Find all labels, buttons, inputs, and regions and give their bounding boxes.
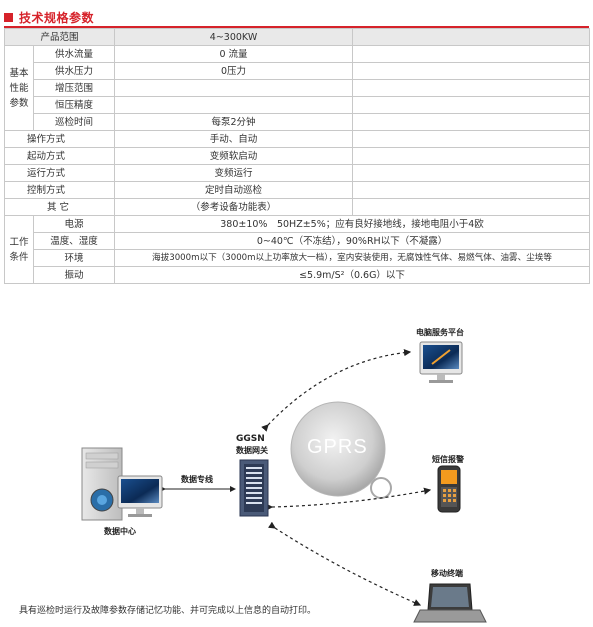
table-row: 环境 海拔3000m以下（3000m以上功率放大一档），室内安装使用，无腐蚀性气… (5, 249, 591, 267)
label-cell: 电源 (32, 215, 116, 233)
mobile-terminal-laptop-icon (413, 583, 487, 623)
table-row: 运行方式 变频运行 (3, 164, 591, 182)
table-row: 其 它 （参考设备功能表） (3, 198, 591, 216)
value-cell: 每泵2分钟 (114, 113, 354, 131)
value-cell (114, 96, 354, 114)
label-cell: 增压范围 (32, 79, 116, 97)
connection-lines (261, 349, 432, 606)
extra-cell (352, 28, 591, 46)
pc-platform-icon (419, 341, 463, 383)
label-cell: 环境 (32, 249, 116, 267)
gprs-label: GPRS (307, 436, 368, 458)
value-cell: 0压力 (114, 62, 354, 80)
value-cell: 变频运行 (114, 164, 354, 182)
extra-cell (352, 198, 591, 216)
caption-text: 具有巡检时运行及故障参数存储记忆功能、并可完成以上信息的自动打印。 (19, 606, 317, 616)
gateway-subtitle: 数据网关 (236, 446, 268, 455)
table-row: 温度、湿度 0~40℃（不冻结），90%RH以下（不凝露） (5, 232, 591, 250)
data-center-label: 数据中心 (104, 527, 136, 536)
value-cell: 变频软启动 (114, 147, 354, 165)
table-row: 起动方式 变频软启动 (3, 147, 591, 165)
value-cell: 手动、自动 (114, 130, 354, 148)
table-row: 基本性能参数 供水流量 0 流量 (4, 45, 591, 131)
table-row-range: 产品范围 4~300KW (3, 28, 591, 46)
label-cell: 产品范围 (3, 28, 116, 46)
data-line-label: 数据专线 (181, 475, 213, 484)
pc-platform-label: 电脑服务平台 (416, 328, 464, 337)
table-row: 恒压精度 (5, 96, 591, 114)
extra-cell (352, 113, 591, 131)
group-label-basic: 基本性能参数 (4, 45, 34, 131)
extra-cell (352, 96, 591, 114)
value-cell: 0~40℃（不冻结），90%RH以下（不凝露） (114, 232, 591, 250)
value-cell: 380±10% 50HZ±5%；应有良好接地线，接地电阻小于4欧 (114, 215, 591, 233)
value-cell: 定时自动巡检 (114, 181, 354, 199)
header-marker (4, 12, 13, 22)
extra-cell (352, 62, 591, 80)
value-cell: 海拔3000m以下（3000m以上功率放大一档），室内安装使用，无腐蚀性气体、易… (114, 249, 591, 267)
table-row: 增压范围 (5, 79, 591, 97)
network-diagram: GPRS GGSN 数据网关 数据专线 数据中心 电脑服务平台 短信报警 移动终… (0, 300, 593, 627)
label-cell: 操作方式 (3, 130, 116, 148)
diagram-graphics (81, 341, 487, 623)
value-cell: （参考设备功能表） (114, 198, 354, 216)
label-cell: 起动方式 (3, 147, 116, 165)
gateway-title: GGSN (236, 434, 265, 444)
extra-cell (352, 164, 591, 182)
label-cell: 温度、湿度 (32, 232, 116, 250)
label-cell: 巡检时间 (32, 113, 116, 131)
value-cell: 0 流量 (114, 45, 354, 63)
table-row: 工作条件 电源 380±10% 50HZ±5%；应有良好接地线，接地电阻小于4欧 (4, 215, 591, 284)
header-rule (4, 26, 589, 28)
section-title: 技术规格参数 (19, 10, 95, 25)
extra-cell (352, 181, 591, 199)
label-cell: 控制方式 (3, 181, 116, 199)
table-row: 巡检时间 每泵2分钟 (5, 113, 591, 131)
extra-cell (352, 45, 591, 63)
group-label-conditions: 工作条件 (4, 215, 34, 284)
link-to-mobile-terminal (268, 521, 422, 606)
table-row: 供水压力 0压力 (5, 62, 591, 80)
data-center-icon (81, 447, 163, 521)
table-row: 振动 ≤5.9m/S²（0.6G）以下 (5, 266, 591, 284)
mobile-terminal-label: 移动终端 (431, 569, 463, 578)
table-row: 控制方式 定时自动巡检 (3, 181, 591, 199)
link-to-sms-alarm (265, 487, 432, 511)
gateway-server-icon (239, 459, 269, 517)
value-cell: ≤5.9m/S²（0.6G）以下 (114, 266, 591, 284)
value-cell: 4~300KW (114, 28, 354, 46)
sms-alarm-phone-icon (437, 465, 461, 513)
label-cell: 振动 (32, 266, 116, 284)
extra-cell (352, 79, 591, 97)
label-cell: 运行方式 (3, 164, 116, 182)
section-header: 技术规格参数 (4, 8, 94, 26)
extra-cell (352, 130, 591, 148)
spec-table: 产品范围 4~300KW 基本性能参数 供水流量 0 流量 供水压力 0压力 增… (3, 28, 591, 284)
value-cell (114, 79, 354, 97)
link-to-pc-platform (261, 349, 412, 432)
label-cell: 恒压精度 (32, 96, 116, 114)
label-cell: 供水流量 (32, 45, 116, 63)
sms-alarm-label: 短信报警 (432, 455, 464, 464)
label-cell: 其 它 (3, 198, 116, 216)
extra-cell (352, 147, 591, 165)
label-cell: 供水压力 (32, 62, 116, 80)
table-row: 操作方式 手动、自动 (3, 130, 591, 148)
